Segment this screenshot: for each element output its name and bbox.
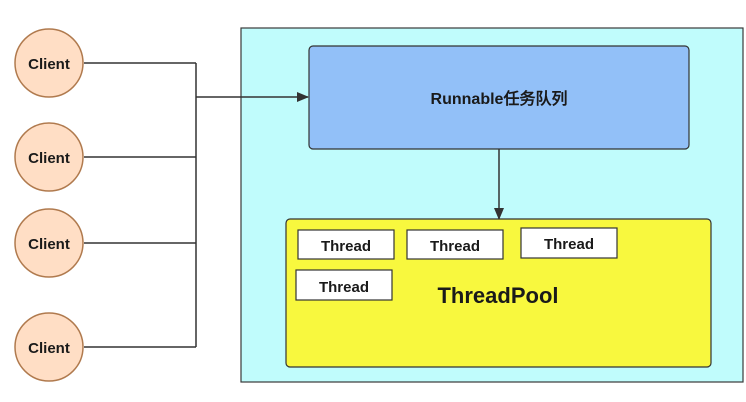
thread-node: Thread: [297, 229, 395, 260]
client-circle: [14, 28, 84, 98]
client-label: Client: [28, 340, 70, 357]
thread-pool-label: ThreadPool: [437, 283, 558, 308]
client-circle: [14, 122, 84, 192]
thread-label: Thread: [544, 236, 594, 253]
client-circle: [14, 312, 84, 382]
thread-box: [295, 269, 393, 301]
client-circle: [14, 208, 84, 278]
client-connectors: [84, 62, 197, 348]
thread-box: [520, 227, 618, 259]
client-node: Client: [14, 208, 84, 278]
thread-box: [297, 229, 395, 260]
client-label: Client: [28, 236, 70, 253]
thread-node: Thread: [520, 227, 618, 259]
thread-label: Thread: [430, 238, 480, 255]
thread-node: Thread: [406, 229, 504, 260]
client-node: Client: [14, 312, 84, 382]
thread-label: Thread: [321, 238, 371, 255]
client-node: Client: [14, 28, 84, 98]
thread-label: Thread: [319, 279, 369, 296]
thread-box: [406, 229, 504, 260]
thread-node: Thread: [295, 269, 393, 301]
client-label: Client: [28, 56, 70, 73]
client-label: Client: [28, 150, 70, 167]
client-node: Client: [14, 122, 84, 192]
task-queue-label: Runnable任务队列: [431, 89, 568, 108]
